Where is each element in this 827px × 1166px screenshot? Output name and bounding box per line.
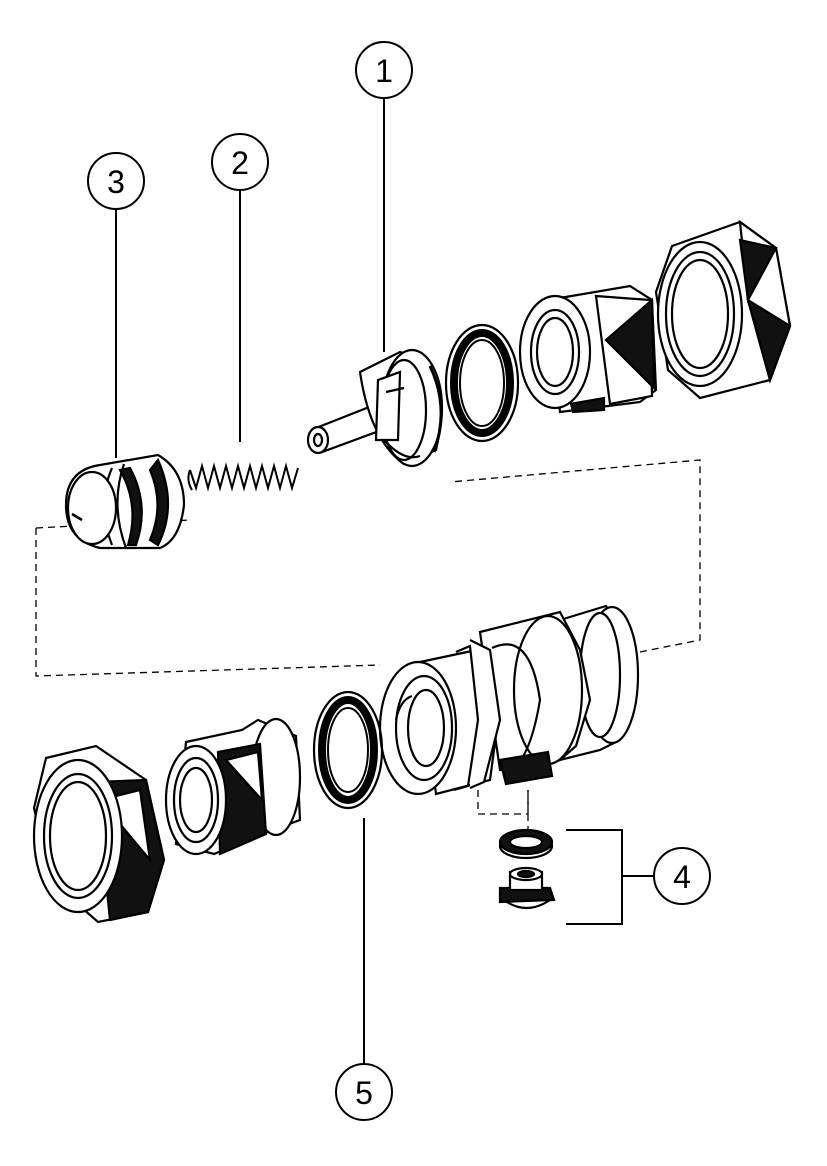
callout-label: 3 [107, 164, 125, 200]
callout-label: 2 [231, 145, 249, 181]
o-ring-upper-part [444, 323, 520, 443]
o-ring-lower-part [312, 690, 384, 810]
callout-label: 1 [375, 53, 393, 89]
cap-part [64, 453, 186, 550]
callout-badge-1: 1 [355, 41, 413, 99]
hex-nut-upper-part [654, 219, 792, 400]
leader-lines [115, 98, 654, 1064]
callout-label: 5 [355, 1075, 373, 1111]
compression-insert-upper-part [518, 284, 658, 414]
valve-body-part [378, 604, 640, 796]
callout-badge-5: 5 [335, 1063, 393, 1121]
spring-part [187, 462, 299, 492]
assembly-guide-dashed-outline [35, 459, 701, 836]
hex-nut-lower-part [32, 744, 166, 924]
compression-insert-lower-part [164, 717, 302, 856]
washer-plug-part [498, 828, 556, 910]
callout-label: 4 [673, 859, 691, 895]
valve-insert-part [306, 348, 444, 468]
callout-badge-3: 3 [87, 152, 145, 210]
callout-badge-4: 4 [653, 847, 711, 905]
callout-badge-2: 2 [211, 133, 269, 191]
